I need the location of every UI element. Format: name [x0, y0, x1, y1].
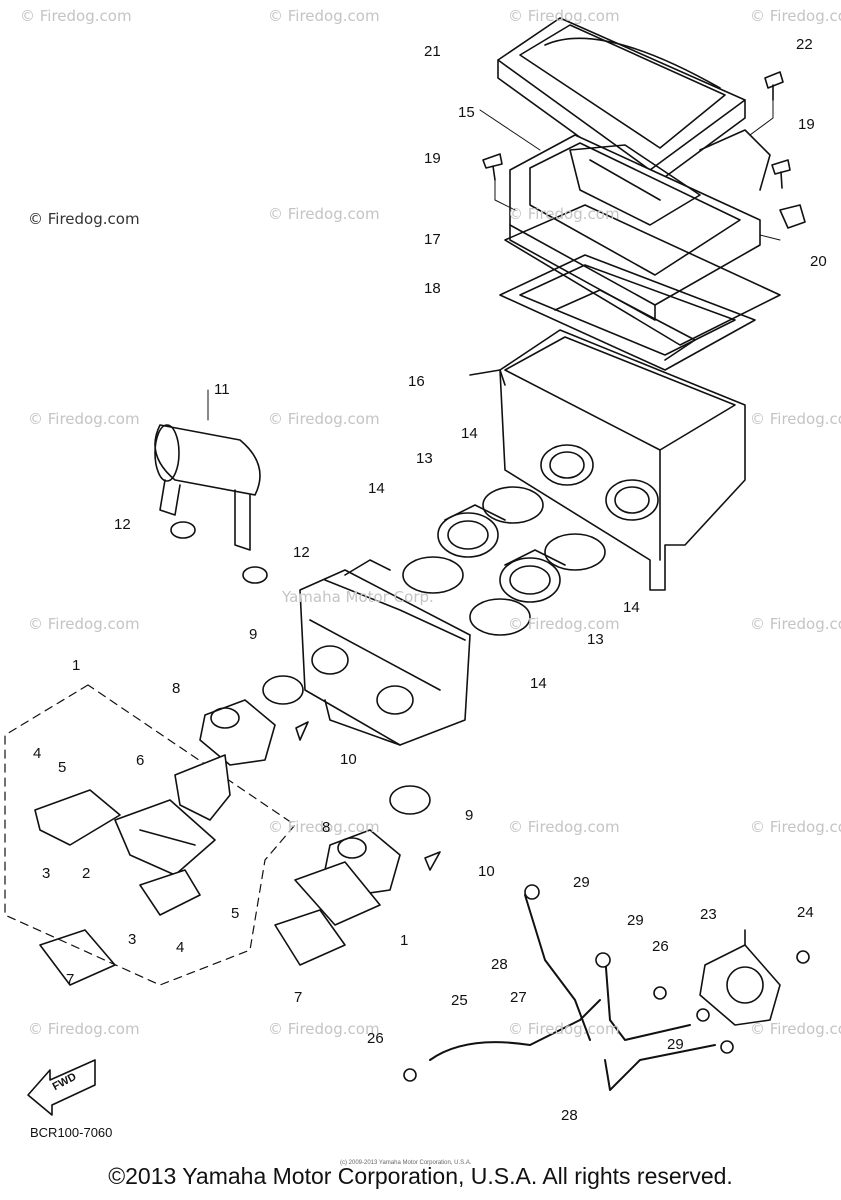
- watermark: © Firedog.com: [508, 205, 620, 223]
- callout-14: 14: [368, 480, 385, 497]
- callout-29: 29: [667, 1036, 684, 1053]
- air-box-cover: [497, 17, 746, 189]
- callout-18: 18: [424, 280, 441, 297]
- callout-24: 24: [797, 904, 814, 921]
- callout-10: 10: [340, 751, 357, 768]
- clamp-9: [262, 675, 431, 815]
- gasket-7: [39, 909, 346, 986]
- resonator-11: [154, 389, 261, 551]
- callout-13: 13: [587, 631, 604, 648]
- watermark: © Firedog.com: [750, 410, 841, 428]
- callout-5: 5: [58, 759, 67, 776]
- callout-23: 23: [700, 906, 717, 923]
- callout-3: 3: [128, 931, 137, 948]
- watermark: © Firedog.com: [268, 818, 380, 836]
- callout-10: 10: [478, 863, 495, 880]
- callout-26: 26: [652, 938, 669, 955]
- joint-13-upper: [437, 504, 506, 558]
- clip-20: [759, 204, 806, 241]
- bolt-10: [295, 721, 441, 871]
- reed-valve-group-outline: [4, 684, 296, 986]
- air-box-case: [469, 289, 746, 591]
- fuel-hose: [429, 894, 716, 1091]
- watermark: © Firedog.com: [268, 7, 380, 25]
- callout-2: 2: [82, 865, 91, 882]
- tiny-copyright: (c) 2009-2013 Yamaha Motor Corporation, …: [340, 1160, 472, 1166]
- callout-21: 21: [424, 43, 441, 60]
- callout-8: 8: [172, 680, 181, 697]
- callout-26: 26: [367, 1030, 384, 1047]
- callout-15: 15: [458, 104, 475, 121]
- watermark: © Firedog.com: [268, 1020, 380, 1038]
- watermark: © Firedog.com: [508, 615, 620, 633]
- carburetor-assembly: [299, 559, 471, 746]
- copyright-notice: ©2013 Yamaha Motor Corporation, U.S.A. A…: [108, 1163, 733, 1189]
- callout-16: 16: [408, 373, 425, 390]
- callout-8: 8: [322, 819, 331, 836]
- watermark: © Firedog.com: [20, 7, 132, 25]
- air-box-upper: [479, 109, 771, 321]
- callout-5: 5: [231, 905, 240, 922]
- callout-14: 14: [623, 599, 640, 616]
- callout-12: 12: [293, 544, 310, 561]
- watermark: © Firedog.com: [750, 1020, 841, 1038]
- callout-6: 6: [136, 752, 145, 769]
- reed-valve-2: [114, 799, 216, 876]
- callout-19: 19: [424, 150, 441, 167]
- clamp-14: [402, 486, 606, 636]
- watermark: © Firedog.com: [28, 210, 140, 228]
- fwd-arrow: [27, 1059, 96, 1116]
- clamp-12: [170, 521, 268, 584]
- watermark: © Firedog.com: [508, 818, 620, 836]
- gasket-18: [499, 254, 756, 371]
- joint-13-lower: [499, 549, 566, 603]
- callout-29: 29: [573, 874, 590, 891]
- callout-3: 3: [42, 865, 51, 882]
- diagram-code: BCR100-7060: [30, 1125, 113, 1140]
- callout-4: 4: [33, 745, 42, 762]
- watermark: © Firedog.com: [750, 615, 841, 633]
- gasket-17: [504, 204, 781, 346]
- watermark: © Firedog.com: [268, 410, 380, 428]
- watermark: © Firedog.com: [28, 1020, 140, 1038]
- callout-14: 14: [461, 425, 478, 442]
- callout-25: 25: [451, 992, 468, 1009]
- watermark: © Firedog.com: [508, 7, 620, 25]
- callout-27: 27: [510, 989, 527, 1006]
- callout-20: 20: [810, 253, 827, 270]
- callout-22: 22: [796, 36, 813, 53]
- callout-11: 11: [214, 381, 230, 398]
- reed-valve-3: [34, 789, 201, 916]
- reed-valve-1-right: [294, 861, 381, 926]
- callout-1: 1: [400, 932, 409, 949]
- bolt-22: [749, 71, 784, 136]
- callout-14: 14: [530, 675, 547, 692]
- callout-28: 28: [561, 1107, 578, 1124]
- hose-clamps: [403, 884, 810, 1082]
- callout-13: 13: [416, 450, 433, 467]
- watermark: © Firedog.com: [28, 410, 140, 428]
- callout-7: 7: [294, 989, 303, 1006]
- watermark: © Firedog.com: [28, 615, 140, 633]
- reed-valve-6: [174, 754, 231, 821]
- callout-28: 28: [491, 956, 508, 973]
- callout-17: 17: [424, 231, 441, 248]
- watermark: © Firedog.com: [750, 7, 841, 25]
- watermark: © Firedog.com: [750, 818, 841, 836]
- callout-29: 29: [627, 912, 644, 929]
- screw-19-right: [771, 159, 791, 189]
- callout-12: 12: [114, 516, 131, 533]
- callout-4: 4: [176, 939, 185, 956]
- watermark: © Firedog.com: [508, 1020, 620, 1038]
- overlay-watermark: Yamaha Motor Corp.: [282, 588, 434, 606]
- callout-19: 19: [798, 116, 815, 133]
- callout-9: 9: [249, 626, 258, 643]
- fuel-pump-23: [699, 929, 781, 1026]
- callout-7: 7: [66, 971, 75, 988]
- watermark: © Firedog.com: [268, 205, 380, 223]
- callout-1: 1: [72, 657, 81, 674]
- screw-19-left: [482, 153, 516, 211]
- callout-9: 9: [465, 807, 474, 824]
